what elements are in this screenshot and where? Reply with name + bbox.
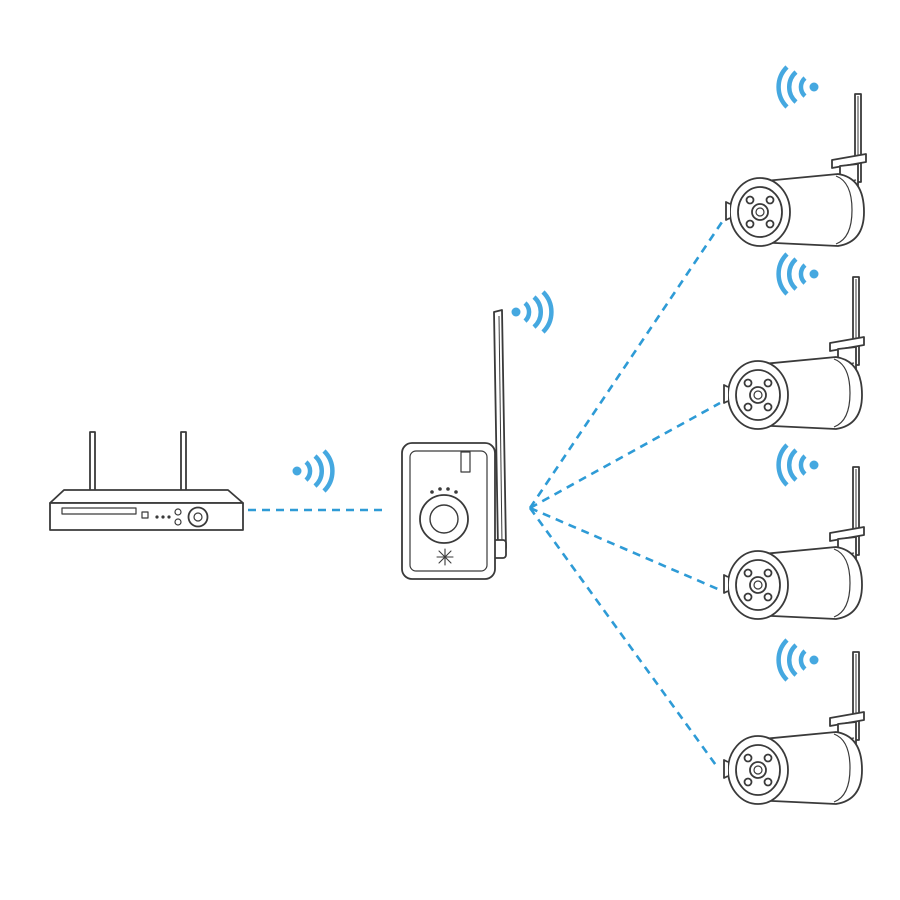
camera-2: [723, 276, 865, 430]
camera-1: [725, 93, 867, 247]
link-repeater-camera-4: [528, 507, 720, 769]
wifi-signal-icon: [779, 67, 819, 107]
wifi-signal-icon: [512, 292, 552, 332]
link-repeater-camera-2: [529, 401, 721, 510]
nvr-recorder: [49, 431, 244, 531]
wifi-signal-icon: [293, 451, 333, 491]
wifi-signal-icon: [779, 640, 819, 680]
camera-3: [723, 466, 865, 620]
wifi-signal-icon: [779, 254, 819, 294]
link-repeater-camera-3: [529, 506, 721, 592]
wifi-signal-icon: [779, 445, 819, 485]
wifi-repeater: [401, 309, 507, 580]
link-repeater-camera-1: [528, 221, 724, 509]
